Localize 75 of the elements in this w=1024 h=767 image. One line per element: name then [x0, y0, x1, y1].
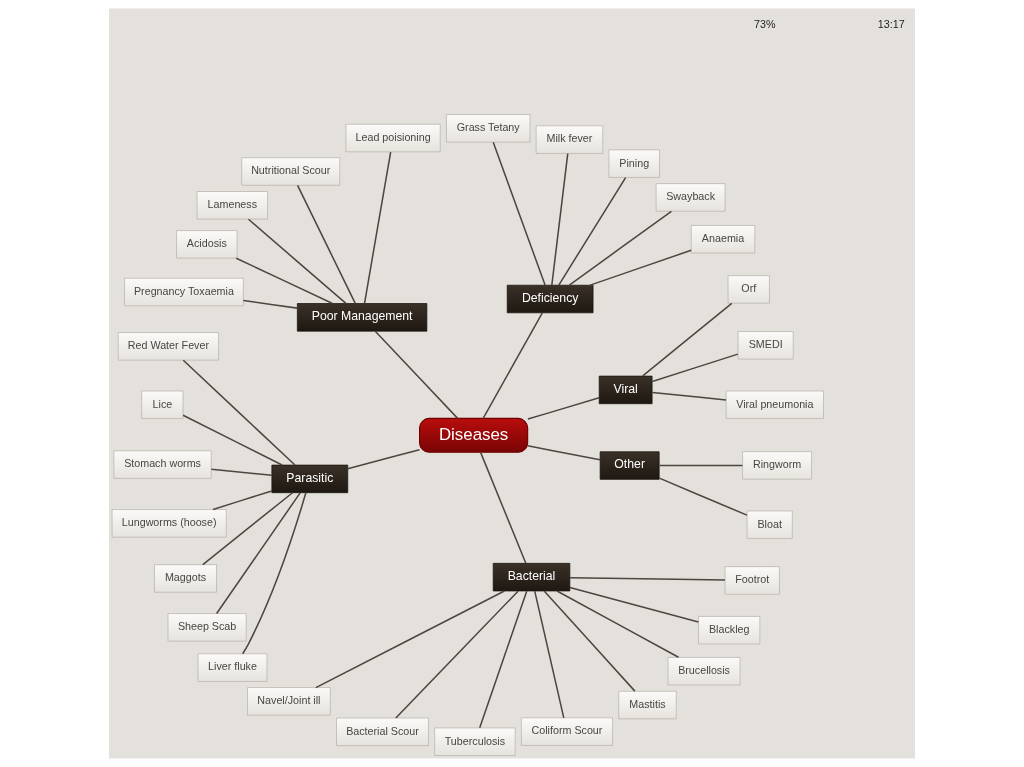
connector: [478, 590, 528, 729]
node-box: Bacterial Scour: [336, 717, 429, 746]
node-box: Lice: [141, 390, 184, 419]
connector: [395, 590, 519, 719]
node-box: Ringworm: [742, 451, 812, 480]
node-box: Swayback: [655, 183, 726, 212]
node-box: Diseases: [419, 417, 529, 453]
node-box: Lead poisioning: [345, 123, 441, 153]
connector: [212, 490, 273, 511]
connector: [556, 590, 680, 659]
connector: [215, 492, 301, 615]
connector: [247, 218, 347, 305]
node-box: Lungworms (hoose): [111, 509, 227, 538]
connector: [182, 359, 296, 466]
connector: [658, 464, 744, 467]
connector: [651, 391, 727, 401]
node-box: Lameness: [196, 191, 268, 220]
connector: [589, 249, 692, 286]
node-box: Acidosis: [176, 230, 238, 259]
connector: [551, 152, 569, 286]
node-box: Blackleg: [698, 616, 761, 645]
node-box: Parasitic: [271, 464, 349, 494]
connector: [533, 590, 565, 719]
node-box: SMEDI: [737, 331, 794, 360]
node-box: Maggots: [154, 564, 217, 593]
node-box: Footrot: [724, 566, 780, 595]
node-box: Liver fluke: [197, 653, 268, 682]
node-box: Coliform Scour: [520, 717, 613, 746]
node-box: Bacterial: [492, 563, 571, 592]
connector: [242, 299, 299, 309]
node-box: Anaemia: [690, 225, 756, 254]
connector: [492, 141, 546, 286]
connector: [527, 397, 600, 420]
node-box: Milk fever: [535, 125, 604, 154]
connector: [296, 184, 357, 305]
node-box: Stomach worms: [113, 450, 212, 479]
node-box: Viral pneumonia: [725, 390, 824, 419]
node-box: Pregnancy Toxaemia: [124, 277, 244, 307]
node-box: Mastitis: [618, 690, 677, 720]
connector: [651, 353, 739, 383]
label: 73%: [754, 18, 776, 31]
connector: [241, 492, 307, 655]
node-box: Pining: [608, 149, 660, 178]
connector: [374, 330, 459, 420]
connector: [658, 477, 748, 516]
connector: [202, 491, 294, 566]
node-box: Grass Tetany: [446, 114, 531, 143]
node-box: Poor Management: [296, 303, 428, 332]
connector: [315, 590, 506, 689]
connector: [569, 586, 700, 623]
label: 13:17: [877, 18, 905, 31]
node-box: Orf: [727, 275, 770, 304]
connector: [569, 576, 726, 581]
connector: [347, 448, 421, 470]
connector: [642, 302, 733, 377]
connector: [235, 257, 334, 305]
connector: [363, 151, 392, 305]
node-box: Deficiency: [506, 284, 594, 314]
connector: [482, 312, 544, 420]
node-box: Other: [599, 451, 660, 480]
node-box: Brucellosis: [667, 657, 741, 686]
node-box: Sheep Scab: [167, 613, 247, 642]
node-box: Viral: [598, 375, 653, 405]
connector: [210, 468, 273, 476]
connector: [568, 210, 673, 286]
connector: [182, 414, 283, 466]
connector: [527, 445, 601, 461]
node-box: Tuberculosis: [434, 727, 516, 756]
node-box: Red Water Fever: [117, 332, 219, 361]
connector: [479, 451, 527, 564]
node-box: Bloat: [746, 510, 793, 539]
node-box: Navel/Joint ill: [247, 687, 331, 716]
connector: [543, 590, 636, 692]
connector: [558, 176, 627, 286]
node-box: Nutritional Scour: [241, 157, 341, 186]
